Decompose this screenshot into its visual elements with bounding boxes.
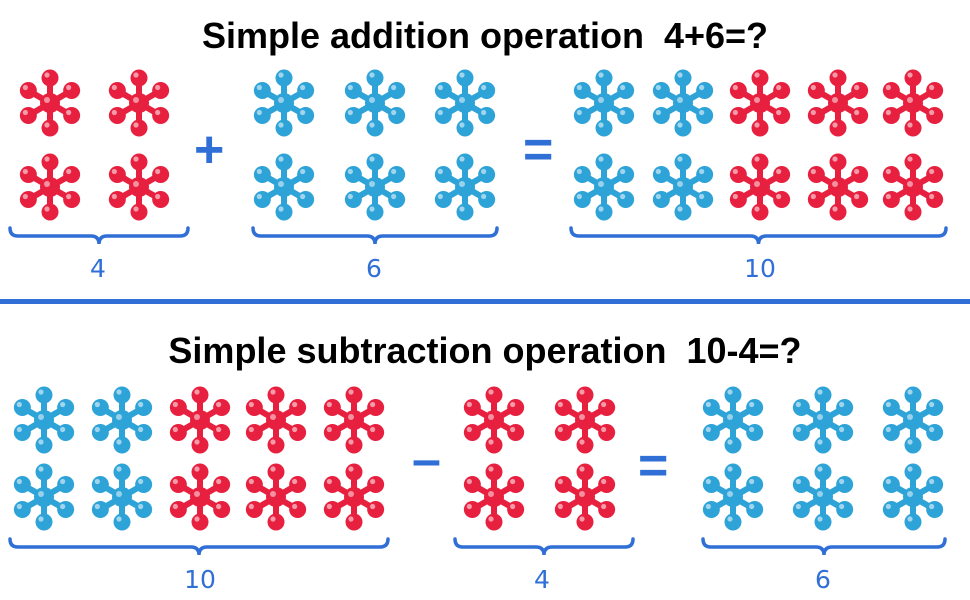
blue-jack-icon bbox=[877, 461, 949, 533]
red-jack-icon bbox=[802, 151, 874, 223]
red-jack-icon bbox=[724, 151, 796, 223]
blue-jack-icon bbox=[248, 151, 320, 223]
red-jack-icon bbox=[164, 384, 236, 456]
blue-jack-icon bbox=[647, 67, 719, 139]
blue-jack-icon bbox=[697, 384, 769, 456]
red-jack-icon bbox=[724, 67, 796, 139]
blue-jack-icon bbox=[8, 384, 80, 456]
red-jack-icon bbox=[549, 461, 621, 533]
red-jack-icon bbox=[14, 151, 86, 223]
blue-jack-icon bbox=[787, 461, 859, 533]
red-jack-icon bbox=[877, 151, 949, 223]
red-jack-icon bbox=[164, 461, 236, 533]
red-jack-icon bbox=[14, 67, 86, 139]
red-jack-icon bbox=[458, 461, 530, 533]
subtraction-left-count: 10 bbox=[140, 567, 260, 592]
blue-jack-icon bbox=[248, 67, 320, 139]
red-jack-icon bbox=[103, 67, 175, 139]
blue-jack-icon bbox=[339, 67, 411, 139]
red-jack-icon bbox=[802, 67, 874, 139]
blue-jack-icon bbox=[647, 151, 719, 223]
red-jack-icon bbox=[103, 151, 175, 223]
blue-jack-icon bbox=[339, 151, 411, 223]
blue-jack-icon bbox=[86, 384, 158, 456]
blue-jack-icon bbox=[568, 67, 640, 139]
subtraction-middle-count: 4 bbox=[482, 567, 602, 592]
red-jack-icon bbox=[318, 384, 390, 456]
red-jack-icon bbox=[318, 461, 390, 533]
red-jack-icon bbox=[549, 384, 621, 456]
blue-jack-icon bbox=[877, 384, 949, 456]
red-jack-icon bbox=[240, 461, 312, 533]
red-jack-icon bbox=[458, 384, 530, 456]
blue-jack-icon bbox=[697, 461, 769, 533]
blue-jack-icon bbox=[86, 461, 158, 533]
blue-jack-icon bbox=[568, 151, 640, 223]
red-jack-icon bbox=[877, 67, 949, 139]
blue-jack-icon bbox=[8, 461, 80, 533]
red-jack-icon bbox=[240, 384, 312, 456]
blue-jack-icon bbox=[787, 384, 859, 456]
blue-jack-icon bbox=[429, 67, 501, 139]
blue-jack-icon bbox=[429, 151, 501, 223]
subtraction-right-count: 6 bbox=[763, 567, 883, 592]
